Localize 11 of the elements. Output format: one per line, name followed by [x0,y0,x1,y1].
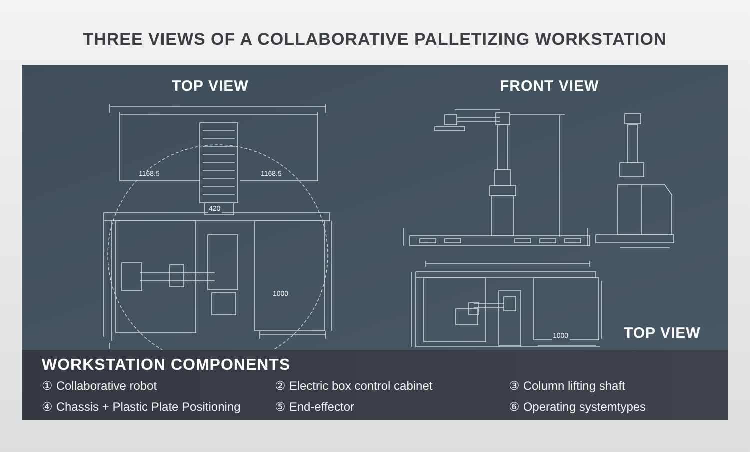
view-heading: FRONT VIEW [500,78,600,95]
title: THREE VIEWS OF A COLLABORATIVE PALLETIZING WORKSTATION [82,30,668,50]
view-heading: TOP VIEW [624,325,701,342]
component-item: ⑥ Operating systemtypes [509,400,646,414]
component-item: ④ Chassis + Plastic Plate Positioning [42,400,241,414]
component-item: ② Electric box control cabinet [275,379,433,393]
component-item: ⑤ End-effector [275,400,354,414]
component-item: ① Collaborative robot [42,379,158,393]
section-heading: WORKSTATION COMPONENTS [42,357,291,375]
view-heading: TOP VIEW [172,78,249,95]
component-item: ③ Column lifting shaft [509,379,626,393]
